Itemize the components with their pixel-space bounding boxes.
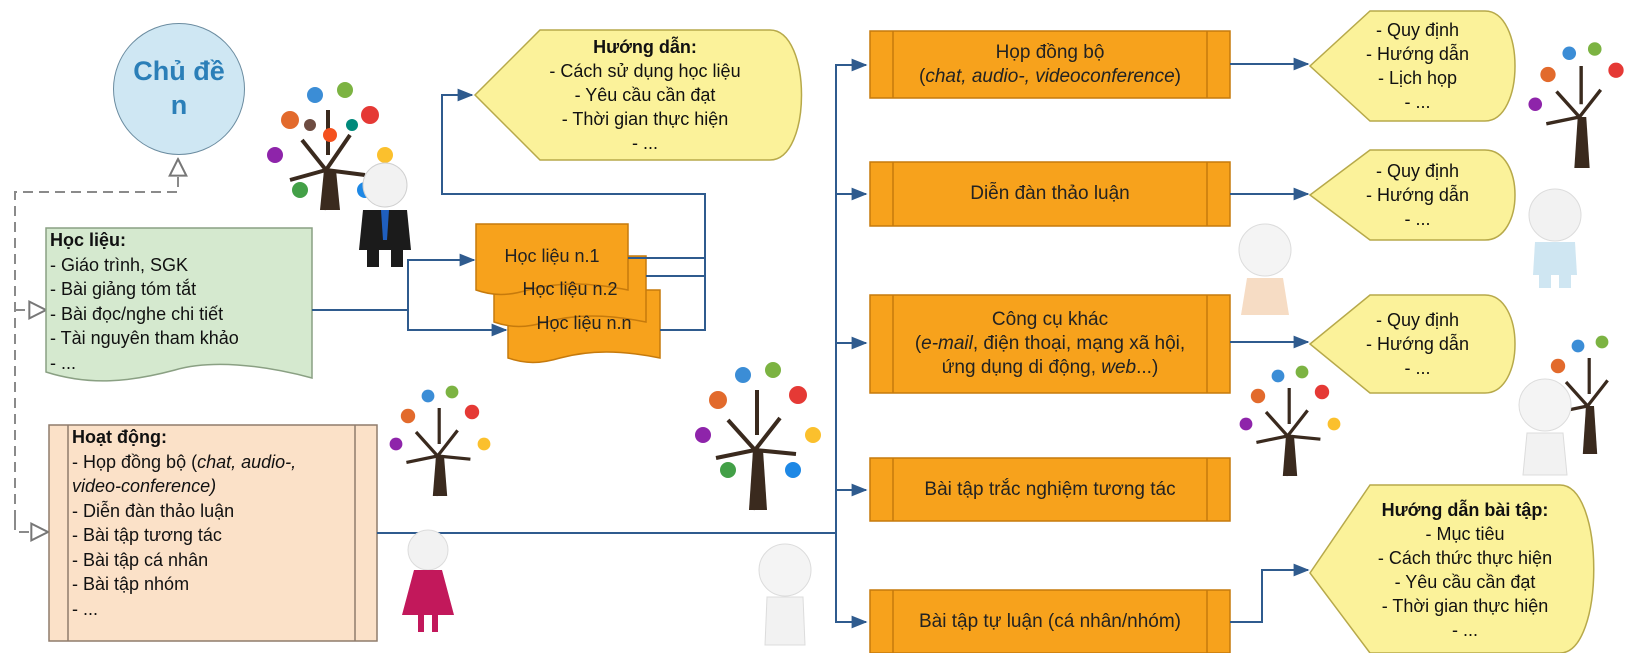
- tree-of-apps-icon: [1528, 42, 1624, 169]
- tree-of-apps-icon: [267, 82, 393, 211]
- material-item-n: Học liệu n.n: [536, 313, 632, 333]
- activities-item: - Họp đồng bộ (chat, audio-,: [72, 451, 297, 472]
- display-shapes: [473, 10, 1595, 653]
- business-person-icon: [359, 162, 411, 267]
- materials-item: - ...: [50, 352, 76, 373]
- rules-other-shape: [1308, 294, 1516, 394]
- activities-item: - Bài tập cá nhân: [72, 549, 209, 570]
- exercise-guide-item: - Thời gian thực hiện: [1381, 596, 1549, 616]
- guide-item: - ...: [632, 133, 658, 153]
- tree-of-apps-icon: [389, 385, 491, 497]
- guide-item: - Cách sử dụng học liệu: [549, 61, 741, 81]
- materials-item: - Tài nguyên tham khảo: [50, 328, 239, 348]
- tool-forum-label: Diễn đàn thảo luận: [970, 183, 1130, 204]
- activities-item: - ...: [72, 598, 98, 619]
- tool-quiz-label: Bài tập trắc nghiệm tương tác: [924, 478, 1176, 500]
- tool-other-title: Công cụ khác: [991, 309, 1109, 330]
- topic-label: Chủ đề n: [133, 56, 225, 120]
- tool-essay: Bài tập tự luận (cá nhân/nhóm): [893, 590, 1207, 653]
- tree-of-apps-icon: [695, 362, 821, 511]
- activities-item: - Diễn đàn thảo luận: [72, 500, 235, 521]
- exercise-guide-item: - Mục tiêu: [1425, 524, 1505, 544]
- materials-document-shape: [45, 227, 313, 382]
- tool-other: Công cụ khác (e-mail, điện thoại, mạng x…: [893, 295, 1207, 393]
- material-item-2: Học liệu n.2: [522, 279, 618, 299]
- exercise-guide-item: - Yêu cầu cần đạt: [1394, 572, 1536, 592]
- exercise-guide-item: - ...: [1452, 620, 1478, 640]
- activities-heading: Hoạt động:: [72, 427, 167, 447]
- material-stack-shapes: [475, 223, 661, 364]
- activities-item: video-conference): [72, 476, 217, 496]
- process-shapes: [869, 30, 1231, 653]
- guide-item: - Yêu cầu cần đạt: [574, 85, 716, 105]
- materials-heading: Học liệu:: [50, 230, 127, 250]
- activities-box-shape: [48, 424, 378, 642]
- rules-forum-item: - Quy định: [1375, 161, 1460, 181]
- materials-item: - Giáo trình, SGK: [50, 254, 189, 275]
- tool-other-line2: (e-mail, điện thoại, mạng xã hội,: [914, 333, 1186, 354]
- rules-sync-item: - ...: [1404, 92, 1431, 112]
- tool-sync-title: Họp đồng bộ: [995, 41, 1105, 63]
- topic-circle: Chủ đề n: [113, 23, 245, 155]
- materials-item: - Bài giảng tóm tắt: [50, 279, 197, 299]
- rules-other-item: - Hướng dẫn: [1366, 334, 1469, 354]
- exercise-guide-heading: Hướng dẫn bài tập:: [1381, 500, 1549, 520]
- rules-forum-shape: [1308, 149, 1516, 241]
- guide-shape: [473, 29, 803, 161]
- materials-item: - Bài đọc/nghe chi tiết: [50, 303, 224, 324]
- rules-other-item: - Quy định: [1375, 310, 1460, 330]
- flow-connectors: [312, 57, 1310, 629]
- materials-document: Học liệu: - Giáo trình, SGK - Bài giảng …: [50, 228, 308, 375]
- person-icon: [1518, 378, 1572, 476]
- activities-box: Hoạt động: - Họp đồng bộ (chat, audio-, …: [72, 425, 362, 621]
- rules-other-item: - ...: [1404, 358, 1431, 378]
- tool-sync-meeting: Họp đồng bộ (chat, audio-, videoconferen…: [893, 31, 1207, 98]
- rules-sync-callout: - Quy định - Hướng dẫn - Lịch họp - ...: [1325, 11, 1510, 121]
- rules-sync-shape: [1308, 10, 1516, 122]
- dashed-connectors: [14, 159, 178, 532]
- guide-heading: Hướng dẫn:: [593, 37, 697, 57]
- tool-other-line3: ứng dụng di động, web...): [941, 357, 1159, 378]
- activities-item: - Bài tập tương tác: [72, 525, 222, 545]
- rules-sync-item: - Quy định: [1375, 20, 1460, 40]
- rules-forum-callout: - Quy định - Hướng dẫn - ...: [1325, 150, 1510, 240]
- exercise-guide-item: - Cách thức thực hiện: [1377, 548, 1553, 568]
- tool-quiz: Bài tập trắc nghiệm tương tác: [893, 458, 1207, 521]
- rules-forum-item: - Hướng dẫn: [1366, 185, 1469, 205]
- material-item-1: Học liệu n.1: [504, 246, 600, 266]
- tool-sync-subtitle: (chat, audio-, videoconference): [919, 65, 1181, 87]
- person-icon: [758, 543, 812, 646]
- person-icon: [1238, 223, 1292, 315]
- guide-callout: Hướng dẫn: - Cách sử dụng học liệu - Yêu…: [500, 31, 790, 159]
- exercise-guide-callout: Hướng dẫn bài tập: - Mục tiêu - Cách thứ…: [1330, 490, 1600, 650]
- rules-sync-item: - Lịch họp: [1377, 68, 1458, 88]
- rules-sync-item: - Hướng dẫn: [1366, 44, 1469, 64]
- guide-item: - Thời gian thực hiện: [561, 109, 729, 129]
- tool-forum: Diễn đàn thảo luận: [893, 162, 1207, 226]
- woman-figure-icon: [402, 529, 454, 632]
- tool-essay-label: Bài tập tự luận (cá nhân/nhóm): [919, 610, 1181, 632]
- person-icon: [1528, 188, 1582, 288]
- activities-item: - Bài tập nhóm: [72, 574, 190, 594]
- rules-forum-item: - ...: [1404, 209, 1431, 229]
- tree-of-apps-icon: [1239, 365, 1341, 477]
- rules-other-callout: - Quy định - Hướng dẫn - ...: [1325, 295, 1510, 393]
